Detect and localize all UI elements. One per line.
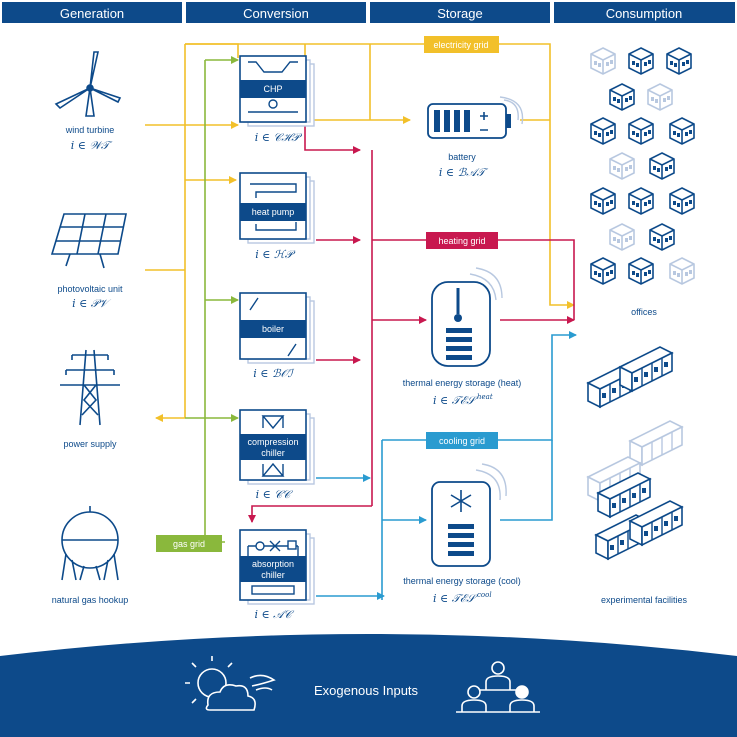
compression-chiller-label-1: compression [247, 437, 298, 447]
absorption-chiller-label-1: absorption [252, 559, 294, 569]
gas-grid-label: gas grid [173, 539, 205, 549]
gas-flows [185, 56, 239, 543]
compression-chiller-math: i ∈ 𝒞𝒞 [256, 488, 294, 501]
thermal-storage-heat-math: i ∈ 𝒯ℰ𝒮 [433, 394, 478, 407]
boiler-label: boiler [262, 324, 284, 334]
power-supply: power supply [60, 349, 120, 449]
photovoltaic-unit-math: i ∈ 𝒫𝒱 [72, 297, 112, 310]
header-generation [2, 2, 182, 23]
wind-turbine-math: i ∈ 𝒲𝒯 [71, 139, 113, 152]
header-conversion-label: Conversion [243, 6, 309, 21]
electricity-flows [145, 43, 575, 422]
thermal-storage-heat-label: thermal energy storage (heat) [403, 378, 522, 388]
footer-exogenous-inputs: Exogenous Inputs [0, 634, 737, 737]
cool-storage-tank-icon [431, 463, 507, 567]
power-supply-label: power supply [63, 439, 117, 449]
experimental-facilities-icon [587, 346, 683, 560]
compression-chiller-label-2: chiller [261, 448, 285, 458]
absorption-chiller-math: i ∈ 𝒜𝒞 [254, 608, 294, 621]
people-icon [456, 661, 540, 713]
absorption-chiller-label-2: chiller [261, 570, 285, 580]
chp-unit: CHP i ∈ 𝒞ℋ𝒫 [239, 55, 315, 144]
offices-buildings-icon [590, 47, 695, 285]
compression-chiller-unit: compression chiller i ∈ 𝒞𝒞 [239, 409, 315, 501]
exogenous-inputs-title: Exogenous Inputs [314, 683, 419, 698]
heat-storage-tank-icon [431, 267, 503, 367]
header-conversion [186, 2, 366, 23]
header-consumption [554, 2, 735, 23]
battery-icon [427, 96, 524, 139]
wind-turbine-label: wind turbine [65, 125, 115, 135]
wind-turbine-icon [54, 51, 122, 117]
thermal-storage-heat-sup: heat [477, 393, 493, 401]
boiler-math: i ∈ ℬ𝒪ℐ [253, 367, 294, 380]
heating-grid-tag: heating grid [426, 232, 498, 249]
solar-panel-icon [50, 213, 127, 269]
photovoltaic-unit-label: photovoltaic unit [57, 284, 123, 294]
chp-math: i ∈ 𝒞ℋ𝒫 [255, 131, 303, 144]
natural-gas-hookup-label: natural gas hookup [52, 595, 129, 605]
thermal-storage-heat: thermal energy storage (heat) i ∈ 𝒯ℰ𝒮 he… [403, 267, 522, 407]
header-storage-label: Storage [437, 6, 483, 21]
thermal-storage-cool-sup: cool [477, 591, 492, 599]
wind-turbine: wind turbine i ∈ 𝒲𝒯 [54, 51, 122, 152]
boiler-unit: boiler i ∈ ℬ𝒪ℐ [239, 292, 315, 380]
gas-grid-tag: gas grid [156, 535, 222, 552]
header-generation-label: Generation [60, 6, 124, 21]
battery-math: i ∈ ℬ𝒜𝒯 [439, 166, 489, 179]
heat-pump-unit: heat pump i ∈ ℋ𝒫 [239, 172, 315, 261]
electricity-grid-label: electricity grid [433, 40, 488, 50]
thermal-storage-cool-label: thermal energy storage (cool) [403, 576, 521, 586]
gas-tank-icon [61, 506, 119, 581]
battery-label: battery [448, 152, 476, 162]
heat-pump-label: heat pump [252, 207, 295, 217]
cooling-grid-tag: cooling grid [426, 432, 498, 449]
header-consumption-label: Consumption [606, 6, 683, 21]
chp-label: CHP [263, 84, 282, 94]
weather-icon [185, 656, 276, 711]
battery: battery i ∈ ℬ𝒜𝒯 [427, 96, 524, 179]
experimental-facilities-label: experimental facilities [601, 595, 688, 605]
offices-label: offices [631, 307, 657, 317]
header-storage [370, 2, 550, 23]
photovoltaic-unit: photovoltaic unit i ∈ 𝒫𝒱 [50, 213, 127, 310]
thermal-storage-cool: thermal energy storage (cool) i ∈ 𝒯ℰ𝒮 co… [403, 463, 521, 605]
power-pylon-icon [60, 349, 120, 426]
heat-pump-math: i ∈ ℋ𝒫 [255, 248, 296, 261]
thermal-storage-cool-math: i ∈ 𝒯ℰ𝒮 [433, 592, 478, 605]
snowflake-icon [450, 490, 472, 512]
heating-grid-label: heating grid [438, 236, 485, 246]
absorption-chiller-unit: absorption chiller i ∈ 𝒜𝒞 [239, 529, 315, 621]
cooling-grid-label: cooling grid [439, 436, 485, 446]
electricity-grid-tag: electricity grid [424, 36, 499, 53]
natural-gas-hookup: natural gas hookup [52, 506, 129, 605]
header-bar: Generation Conversion Storage Consumptio… [2, 2, 735, 23]
